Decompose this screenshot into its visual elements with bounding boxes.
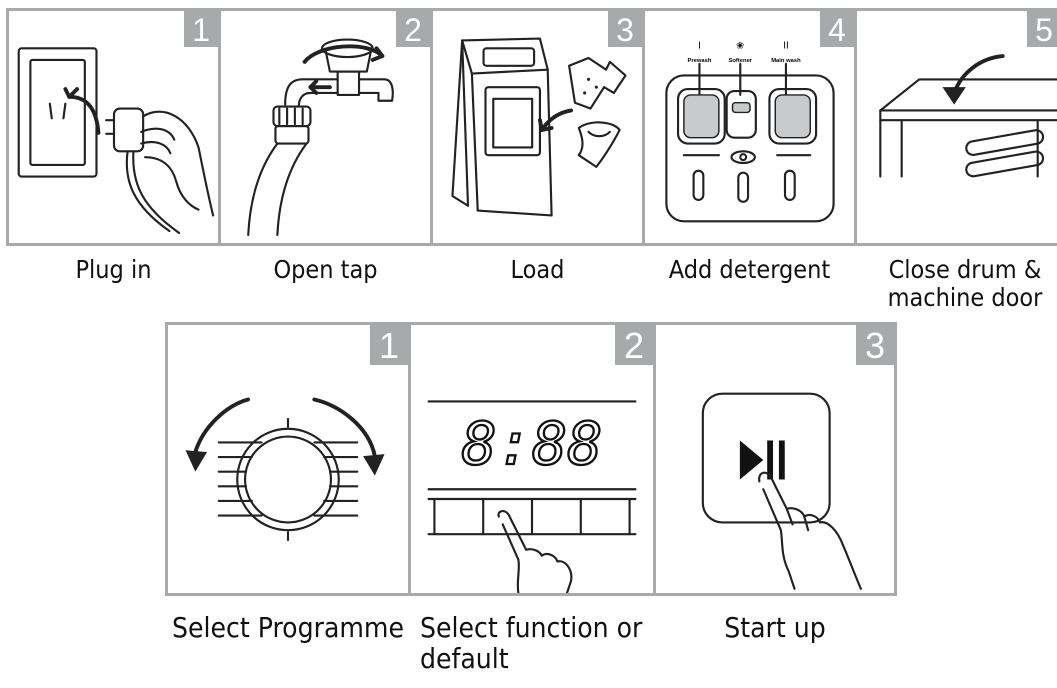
step-open-tap-panel: 2 — [218, 8, 433, 246]
step-caption: Load — [510, 255, 565, 284]
step-caption: Plug in — [75, 255, 152, 284]
step-number-badge: 1 — [184, 11, 218, 48]
step-caption: Close drum & machine door — [887, 255, 1043, 312]
step-select-function-panel: 8:88 2 — [408, 322, 656, 596]
step-add-detergent-panel: I Prewash ❀ Softener II Main wash 4 — [642, 8, 857, 246]
prewash-label: Prewash — [687, 58, 711, 64]
step-load-panel: 3 — [430, 8, 645, 246]
step-number-badge: 2 — [396, 11, 430, 48]
step-caption: Open tap — [273, 255, 378, 284]
prewash-mark: I — [698, 40, 701, 51]
softener-flower-icon: ❀ — [736, 40, 744, 51]
tap-illustration — [247, 38, 394, 236]
display-panel-illustration: 8:88 — [427, 400, 637, 593]
start-pause-button-illustration — [701, 392, 862, 590]
step-number-badge: 3 — [608, 11, 642, 48]
plug-in-illustration — [17, 47, 215, 235]
detergent-drawer-illustration: I Prewash ❀ Softener II Main wash — [665, 40, 835, 223]
digital-readout: 8:88 — [462, 410, 603, 478]
step-caption: Select Programme — [172, 611, 404, 644]
step-caption: Add detergent — [668, 255, 831, 284]
step-number-badge: 3 — [856, 325, 894, 366]
step-number-badge: 2 — [615, 325, 653, 366]
step-caption: Select function or default — [420, 611, 643, 676]
mainwash-label: Main wash — [771, 58, 801, 64]
programme-dial-illustration — [185, 397, 385, 542]
step-number-badge: 4 — [820, 11, 854, 48]
softener-label: Softener — [728, 58, 752, 64]
step-select-programme-panel: 1 — [165, 322, 411, 596]
step-plug-in-panel: 1 — [6, 8, 221, 246]
mainwash-mark: II — [783, 40, 788, 51]
step-close-door-panel: 5 — [854, 8, 1057, 246]
close-lid-illustration — [879, 54, 1057, 178]
load-laundry-illustration — [451, 37, 627, 217]
step-number-badge: 5 — [1027, 11, 1057, 48]
step-number-badge: 1 — [370, 325, 408, 366]
step-caption: Start up — [724, 611, 826, 644]
step-start-up-panel: 3 — [653, 322, 897, 596]
play-pause-icon — [739, 440, 764, 480]
